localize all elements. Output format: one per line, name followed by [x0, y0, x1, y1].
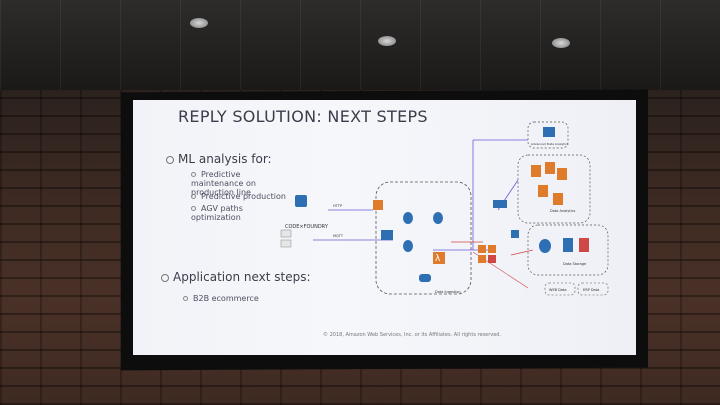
app-item-1: B2B ecommerce — [183, 294, 259, 303]
storage-icon — [539, 239, 551, 253]
web-data-label: WEB Data — [549, 288, 567, 292]
section-label: Application next steps: — [173, 270, 311, 284]
http-label: HTTP — [333, 204, 342, 208]
erp-data-box — [577, 282, 609, 296]
mqtt-label: MQTT — [333, 234, 344, 238]
ml-item-3: AGV paths optimization — [191, 204, 261, 222]
ml-item-text: Predictive production — [201, 192, 286, 201]
analytics-icon — [557, 168, 567, 180]
iot-icon — [373, 200, 383, 210]
ml-item-1: Predictive maintenance on production lin… — [191, 170, 291, 197]
ml-item-text: AGV paths optimization — [191, 204, 243, 222]
analytics-icon — [545, 162, 555, 174]
sub-bullet-icon — [183, 296, 188, 301]
app-item-text: B2B ecommerce — [193, 294, 259, 303]
analytics-small-icon — [493, 200, 507, 208]
data-ingestion-label: Data Ingestion — [435, 290, 461, 294]
sub-bullet-icon — [191, 194, 196, 199]
database-icon — [403, 212, 413, 224]
architecture-diagram: CODE×FOUNDRY MQTT HTTP λ Data Ingestion … — [280, 121, 609, 296]
cloud-icon — [419, 274, 431, 282]
analytics-icon — [553, 193, 563, 205]
lambda-icon — [433, 252, 445, 264]
section-app-next-steps: Application next steps: — [161, 270, 311, 284]
data-storage-label: Data Storage — [563, 262, 586, 266]
codeforundry-label: CODE×FOUNDRY — [285, 224, 329, 230]
slide-title: REPLY SOLUTION: NEXT STEPS — [178, 107, 428, 126]
lambda-glyph: λ — [435, 254, 441, 264]
connector-line — [510, 249, 534, 256]
analytics-group — [517, 154, 591, 224]
sub-bullet-icon — [191, 206, 196, 211]
analytics-icon — [531, 165, 541, 177]
service-icon — [488, 245, 496, 253]
database-icon — [403, 240, 413, 252]
slide-footer: © 2018, Amazon Web Services, Inc. or its… — [323, 332, 502, 338]
storage-group — [527, 224, 609, 276]
ceiling-light — [552, 38, 570, 48]
ceiling — [0, 0, 720, 90]
storage-icon — [563, 238, 573, 252]
service-icon — [478, 245, 486, 253]
web-data-box — [544, 282, 576, 296]
storage-icon — [579, 238, 589, 252]
data-analytics-label: Data Analytics — [550, 209, 576, 213]
section-ml-analysis: ML analysis for: — [166, 152, 272, 166]
device-icon — [295, 195, 307, 207]
bullet-icon — [161, 273, 169, 282]
ml-group — [527, 121, 569, 149]
device-icon — [280, 229, 292, 238]
ml-icon — [543, 127, 555, 137]
slide: REPLY SOLUTION: NEXT STEPS ML analysis f… — [133, 100, 636, 355]
bullet-icon — [166, 155, 174, 164]
database-icon — [433, 212, 443, 224]
ml-item-2: Predictive production — [191, 192, 286, 201]
ml-analytics-label: Advanced Data Analytics — [531, 142, 569, 146]
device-icon — [280, 239, 292, 248]
service-icon — [478, 255, 486, 263]
kinesis-icon — [381, 230, 393, 240]
ceiling-light — [190, 18, 208, 28]
service-icon — [511, 230, 519, 238]
erp-data-label: ERP Data — [583, 288, 599, 292]
sub-bullet-icon — [191, 172, 196, 177]
ml-item-text: Predictive maintenance on production lin… — [191, 170, 256, 197]
section-label: ML analysis for: — [178, 152, 272, 166]
ceiling-light — [378, 36, 396, 46]
analytics-icon — [538, 185, 548, 197]
ingestion-group — [375, 181, 472, 295]
service-icon — [488, 255, 496, 263]
